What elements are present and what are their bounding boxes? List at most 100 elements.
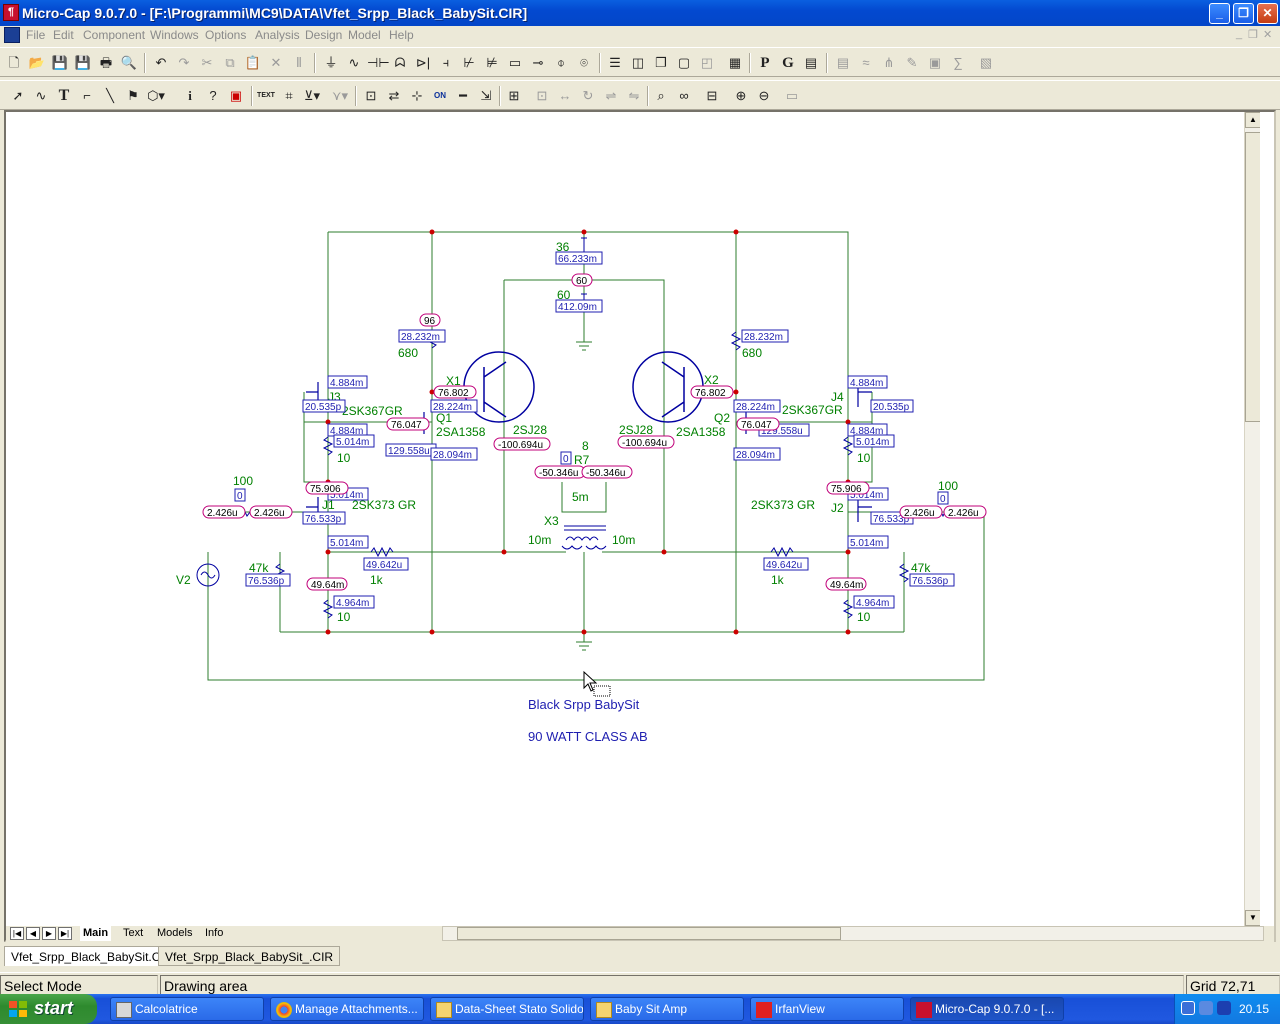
- properties-icon[interactable]: ⊞: [508, 88, 520, 103]
- first-sheet-button[interactable]: |◀: [10, 927, 24, 940]
- tab-main[interactable]: Main: [80, 926, 112, 941]
- minimize-button[interactable]: _: [1209, 3, 1230, 24]
- scroll-down-arrow[interactable]: ▼: [1245, 910, 1260, 926]
- camera-icon[interactable]: ▭: [785, 88, 799, 103]
- file-tab[interactable]: Vfet_Srpp_Black_BabySit_.CIR: [158, 946, 341, 966]
- redo-icon[interactable]: ↷: [178, 55, 190, 70]
- mirror-icon[interactable]: ⇌: [605, 88, 617, 103]
- new-file-icon[interactable]: 🗋: [8, 55, 20, 70]
- power-display-icon[interactable]: ⊡: [365, 88, 377, 103]
- scroll-thumb[interactable]: [1245, 132, 1260, 422]
- cross-probe-icon[interactable]: ⇲: [480, 88, 492, 103]
- bluetooth-icon[interactable]: [1217, 1001, 1231, 1015]
- diagonal-wire-icon[interactable]: ╲: [106, 88, 114, 103]
- current-source-icon[interactable]: ⌾: [580, 55, 588, 70]
- select-all-icon[interactable]: ⫴: [296, 55, 302, 70]
- tile-vertical-icon[interactable]: ◫: [631, 55, 645, 70]
- node-numbers-icon[interactable]: ⌗: [285, 88, 293, 103]
- step-icon[interactable]: ⇋: [628, 88, 640, 103]
- menu-windows[interactable]: Windows: [150, 28, 199, 42]
- resistor-icon[interactable]: ∿: [348, 55, 360, 70]
- close-button[interactable]: ✕: [1257, 3, 1278, 24]
- ground-icon[interactable]: ⏚: [324, 55, 338, 70]
- menu-file[interactable]: File: [26, 28, 46, 42]
- next-sheet-button[interactable]: ▶: [42, 927, 56, 940]
- open-icon[interactable]: 📂: [28, 55, 46, 70]
- menu-help[interactable]: Help: [389, 28, 414, 42]
- file-tab-active[interactable]: Vfet_Srpp_Black_BabySit.CIR: [4, 946, 180, 966]
- voltage-display-icon[interactable]: ⊻▾: [303, 88, 321, 103]
- component-icon[interactable]: ▣: [229, 88, 243, 103]
- scroll-up-arrow[interactable]: ▲: [1245, 112, 1260, 128]
- menu-design[interactable]: Design: [305, 28, 343, 42]
- zoom-out-icon[interactable]: ⊖: [758, 88, 770, 103]
- task-manage-attachments[interactable]: Manage Attachments...: [270, 997, 424, 1021]
- rotate-icon[interactable]: ↻: [582, 88, 594, 103]
- flag-icon[interactable]: ⚑: [127, 88, 139, 103]
- component-panel-icon[interactable]: ◰: [700, 55, 714, 70]
- group-icon[interactable]: ⊡: [536, 88, 548, 103]
- flip-icon[interactable]: ↔: [558, 88, 572, 103]
- scroll-thumb[interactable]: [457, 927, 841, 940]
- binoculars-icon[interactable]: ∞: [679, 88, 689, 103]
- last-sheet-button[interactable]: ▶|: [58, 927, 72, 940]
- shapes-icon[interactable]: ⬡▾: [147, 88, 165, 103]
- mdi-restore-button[interactable]: ❐: [1248, 29, 1258, 41]
- tab-info[interactable]: Info: [205, 927, 224, 939]
- grid-text-icon[interactable]: ON: [434, 91, 446, 100]
- task-irfanview[interactable]: IrfanView: [750, 997, 904, 1021]
- board-icon[interactable]: ⊟: [706, 88, 718, 103]
- task-micro-cap[interactable]: Micro-Cap 9.0.7.0 - [...: [910, 997, 1064, 1021]
- menu-model[interactable]: Model: [348, 28, 381, 42]
- menu-analysis[interactable]: Analysis: [255, 28, 300, 42]
- condition-display-icon[interactable]: ⇄: [388, 88, 400, 103]
- pin-connection-icon[interactable]: ⊹: [411, 88, 423, 103]
- tile-horizontal-icon[interactable]: ☰: [609, 55, 621, 70]
- text-tool-icon[interactable]: T: [58, 87, 70, 104]
- pnp-icon[interactable]: ⊭: [486, 55, 498, 70]
- prev-sheet-button[interactable]: ◀: [26, 927, 40, 940]
- info-icon[interactable]: i: [188, 88, 192, 103]
- cut-icon[interactable]: ✂: [201, 55, 213, 70]
- clear-icon[interactable]: ✕: [270, 55, 282, 70]
- print-icon[interactable]: 🖶: [99, 55, 113, 70]
- zoom-in-icon[interactable]: ⊕: [735, 88, 747, 103]
- capacitor-icon[interactable]: ⊣⊢: [367, 55, 390, 70]
- micro-cap-icon[interactable]: ¶: [3, 4, 19, 21]
- tab-models[interactable]: Models: [157, 927, 193, 939]
- vertical-scrollbar[interactable]: ▲ ▼: [1244, 112, 1260, 926]
- title-block-icon[interactable]: ▤: [804, 55, 818, 70]
- opamp-icon[interactable]: ▭: [508, 55, 522, 70]
- title-bar[interactable]: ¶ Micro-Cap 9.0.7.0 - [F:\Programmi\MC9\…: [0, 0, 1280, 26]
- horizontal-scrollbar[interactable]: [442, 926, 1264, 941]
- tray-arrow-icon[interactable]: [1181, 1001, 1195, 1015]
- npn-icon[interactable]: ⊬: [463, 55, 475, 70]
- align-icon[interactable]: ▤: [836, 55, 850, 70]
- current-display-icon[interactable]: ⋎▾: [331, 88, 349, 103]
- stepping-icon[interactable]: ⋔: [883, 55, 895, 70]
- tab-text[interactable]: Text: [123, 927, 144, 939]
- menu-edit[interactable]: Edit: [53, 28, 74, 42]
- task-calcolatrice[interactable]: Calcolatrice: [110, 997, 264, 1021]
- menu-component[interactable]: Component: [83, 28, 146, 42]
- find-icon[interactable]: ⌕: [657, 88, 665, 103]
- diode-icon[interactable]: ⊳|: [415, 55, 431, 70]
- formula-icon[interactable]: ∑: [953, 55, 963, 70]
- menu-options[interactable]: Options: [205, 28, 247, 42]
- grid-icon[interactable]: G: [782, 55, 794, 71]
- text-label-icon[interactable]: TEXT: [257, 92, 275, 99]
- voltage-source-icon[interactable]: ⌽: [557, 55, 565, 70]
- line-icon[interactable]: ━: [459, 88, 467, 103]
- paste-icon[interactable]: 📋: [244, 55, 262, 70]
- mdi-minimize-button[interactable]: _: [1236, 28, 1243, 40]
- task-baby-sit-amp[interactable]: Baby Sit Amp: [590, 997, 744, 1021]
- wire-icon[interactable]: ∿: [35, 88, 47, 103]
- parts-icon[interactable]: ▣: [928, 55, 942, 70]
- calculator-icon[interactable]: ▦: [728, 55, 742, 70]
- waveform-icon[interactable]: ≈: [862, 55, 870, 70]
- window-icon[interactable]: ▢: [677, 55, 691, 70]
- document-icon[interactable]: [4, 27, 20, 43]
- task-data-sheet[interactable]: Data-Sheet Stato Solido: [430, 997, 584, 1021]
- restore-button[interactable]: ❐: [1233, 3, 1254, 24]
- mdi-close-button[interactable]: ✕: [1263, 29, 1273, 41]
